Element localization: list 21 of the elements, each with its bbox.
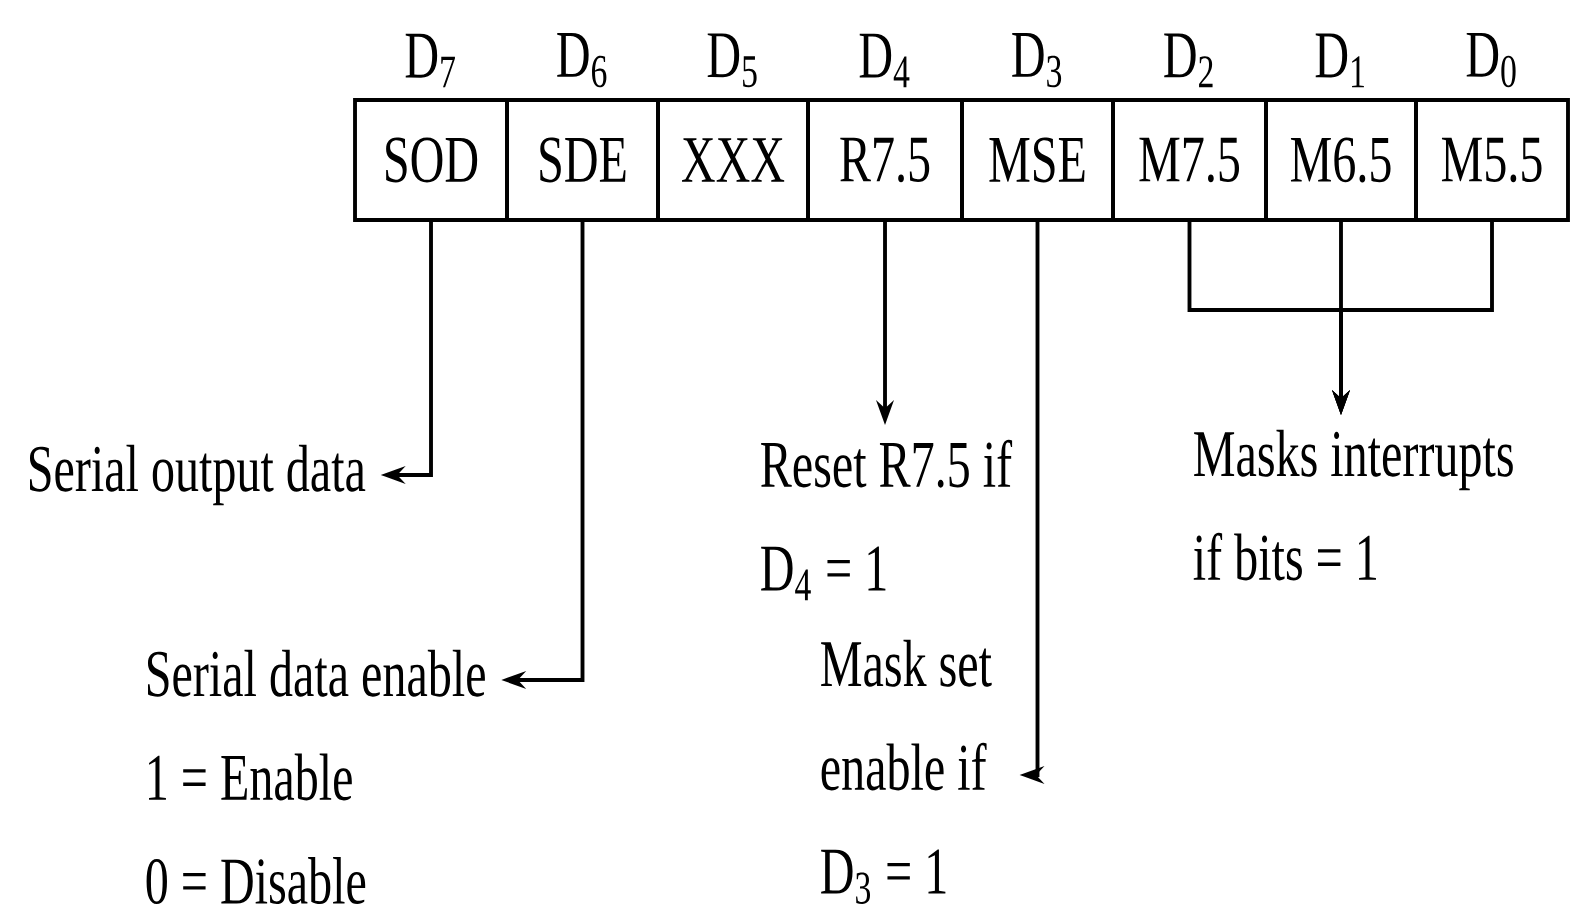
bit-label: D$_{7}$ (405, 33, 455, 88)
register-cell: M7.5 (1111, 98, 1268, 222)
bit-label: D$_{1}$ (1315, 33, 1364, 88)
annotation-text: Serial output data (29, 444, 366, 506)
annotation-text: Masks interrupts if bits = 1 (1193, 429, 1513, 581)
bit-label: D$_{4}$ (859, 33, 910, 88)
register-cell: M5.5 (1414, 98, 1570, 222)
bit-label: D$_{2}$ (1164, 33, 1213, 88)
register-cell: SOD (353, 98, 509, 222)
bit-label: D$_{5}$ (707, 33, 757, 88)
register-cell: MSE (960, 98, 1115, 222)
register-cell: SDE (505, 98, 660, 222)
register-cell: M6.5 (1264, 98, 1418, 222)
annotation-text: Mask set enable if D$_{3}$ = 1 (821, 639, 992, 904)
bit-label: D$_{3}$ (1012, 33, 1062, 88)
register-cell: XXX (656, 98, 810, 222)
bit-label: D$_{6}$ (557, 33, 607, 88)
annotation-text: Reset R7.5 if D$_{4}$ = 1 (761, 439, 1013, 601)
register-cell: R7.5 (806, 98, 964, 222)
bit-label: D$_{0}$ (1466, 32, 1516, 88)
annotation-text: Serial data enable 1 = Enable 0 = Disable (146, 649, 485, 905)
